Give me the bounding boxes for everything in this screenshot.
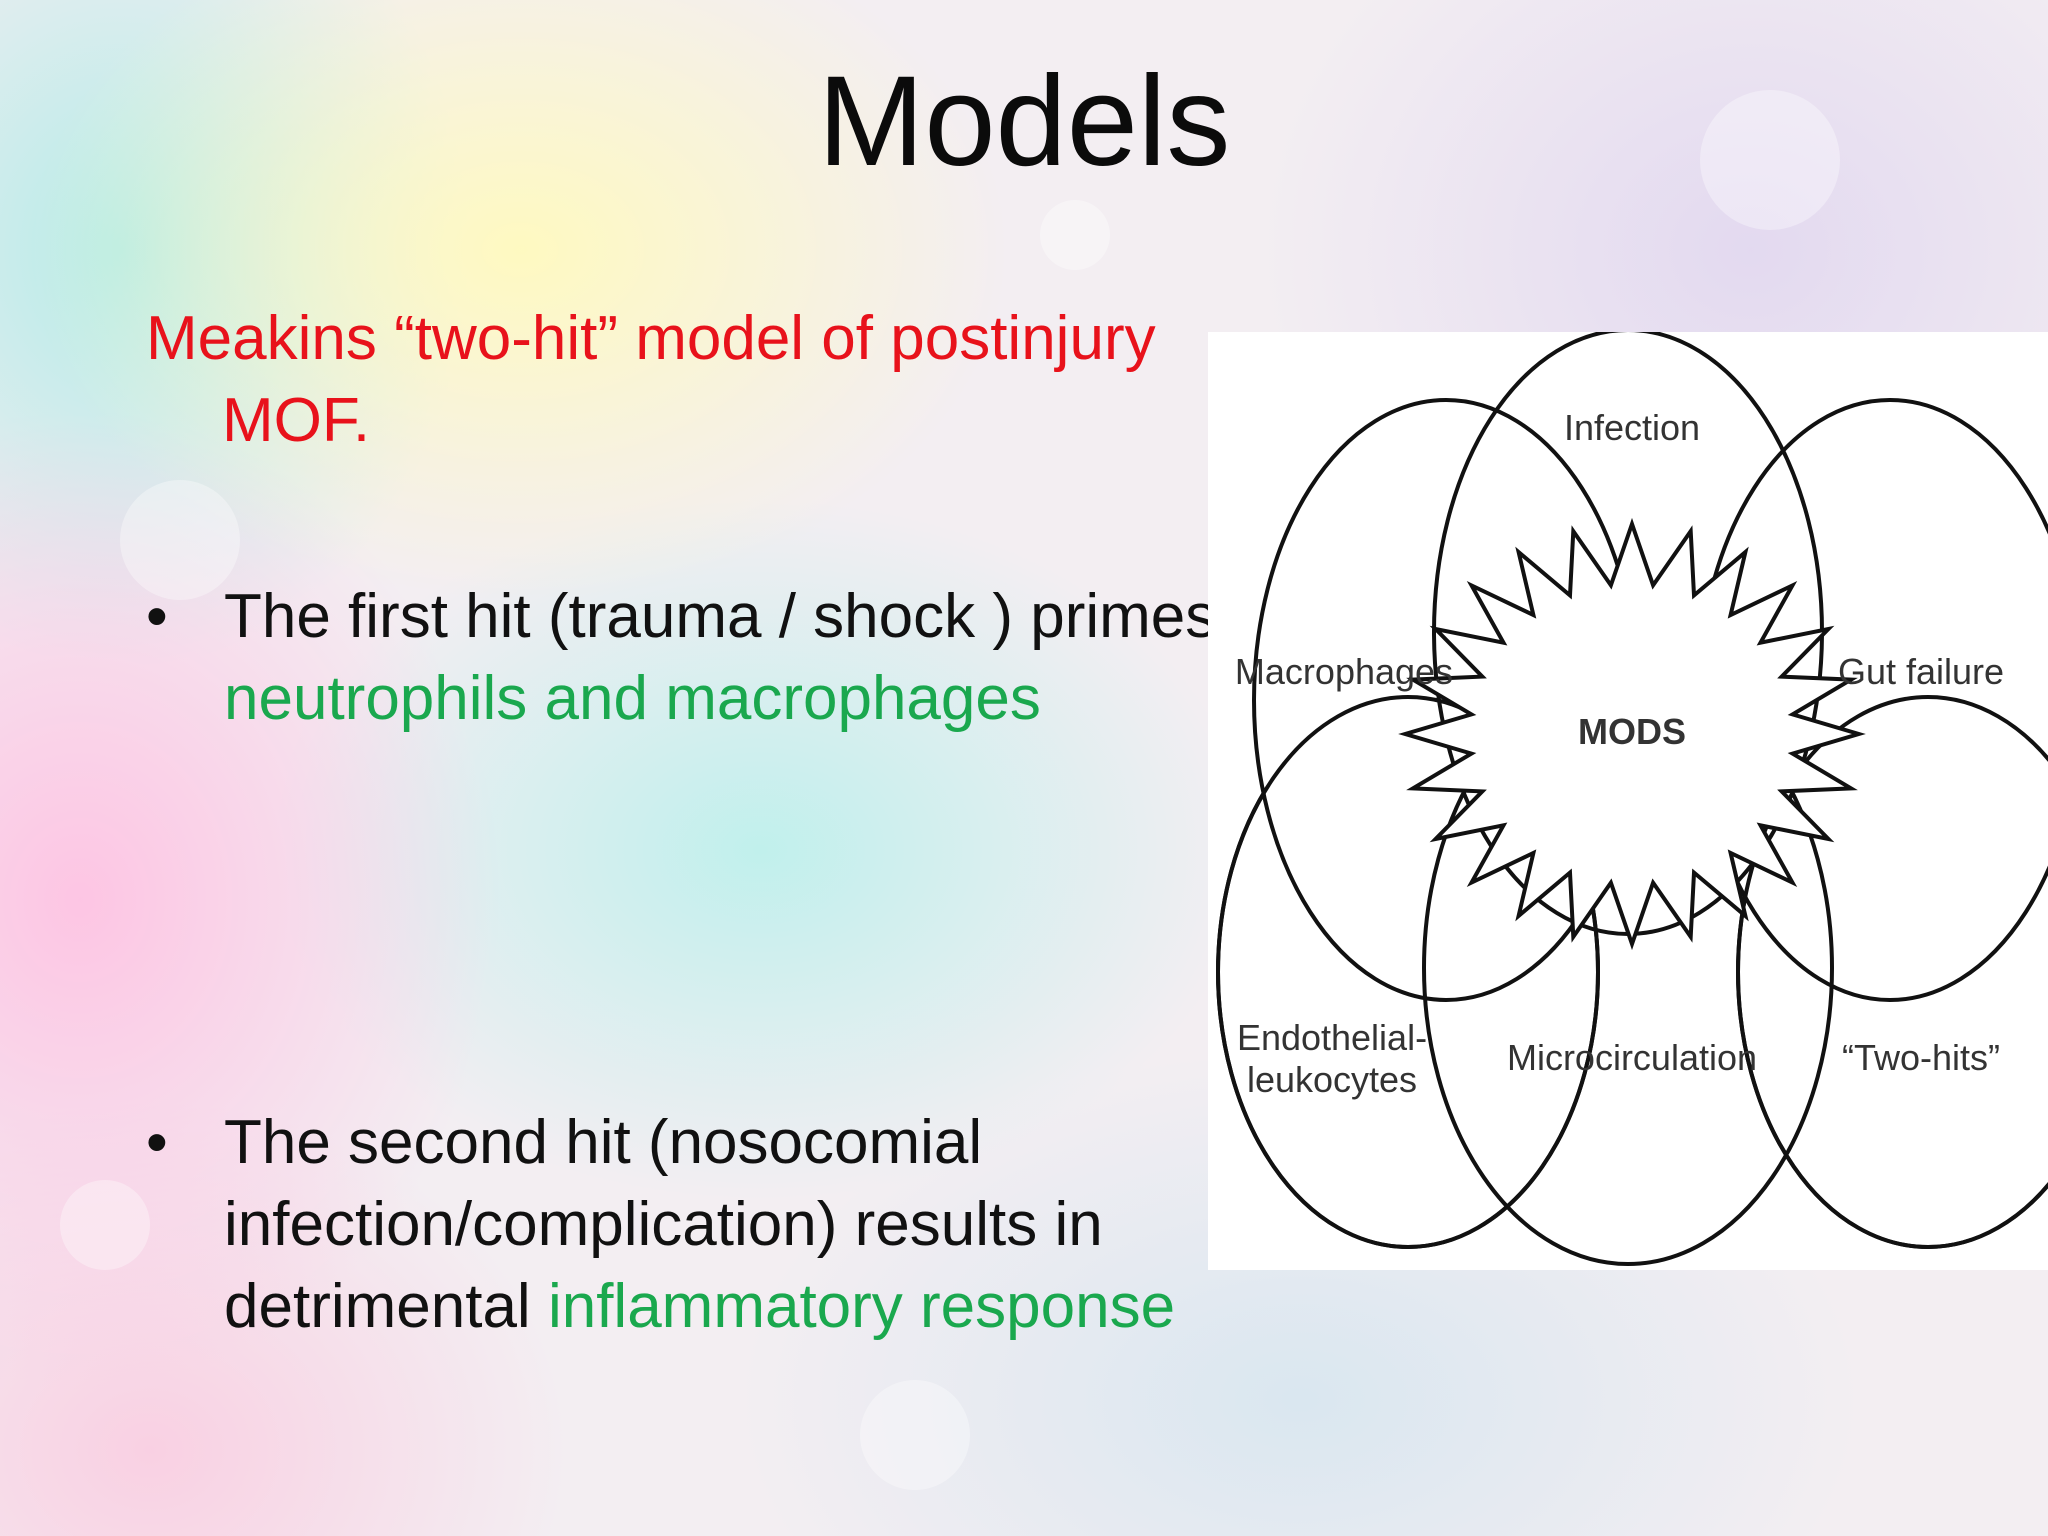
bokeh-decoration: [1040, 200, 1110, 270]
label-endothelial-line2: leukocytes: [1247, 1059, 1417, 1100]
bullet-highlight: inflammatory response: [547, 1272, 1176, 1341]
bokeh-decoration: [1700, 90, 1840, 230]
bokeh-decoration: [860, 1380, 970, 1490]
bokeh-decoration: [60, 1180, 150, 1270]
bullet-text: The second hit (nosocomial infection/com…: [224, 1108, 1103, 1341]
bokeh-decoration: [120, 480, 240, 600]
bullet-marker: •: [146, 1108, 168, 1177]
bullet-highlight: neutrophils and macrophages: [224, 664, 1041, 733]
mods-diagram: Infection Macrophages Gut failure MODS E…: [1208, 332, 2048, 1270]
bullet-first-hit: • The first hit (trauma / shock ) primes…: [146, 576, 1234, 740]
label-infection: Infection: [1564, 407, 1700, 448]
slide-heading: Meakins “two-hit” model of postinjury MO…: [146, 304, 1156, 455]
bullet-second-hit: • The second hit (nosocomial infection/c…: [146, 1102, 1234, 1348]
slide-title: Models: [817, 50, 1231, 193]
label-two-hits: “Two-hits”: [1842, 1037, 2000, 1078]
bullet-text: The first hit (trauma / shock ) primes: [224, 582, 1217, 651]
bullet-marker: •: [146, 582, 168, 651]
label-gut-failure: Gut failure: [1838, 651, 2004, 692]
label-microcirculation: Microcirculation: [1507, 1037, 1757, 1078]
label-endothelial-line1: Endothelial-: [1237, 1017, 1427, 1058]
mods-starburst: [1398, 517, 1866, 951]
label-macrophages: Macrophages: [1235, 651, 1453, 692]
label-mods: MODS: [1578, 711, 1686, 752]
mods-diagram-svg: Infection Macrophages Gut failure MODS E…: [1216, 332, 2048, 1266]
